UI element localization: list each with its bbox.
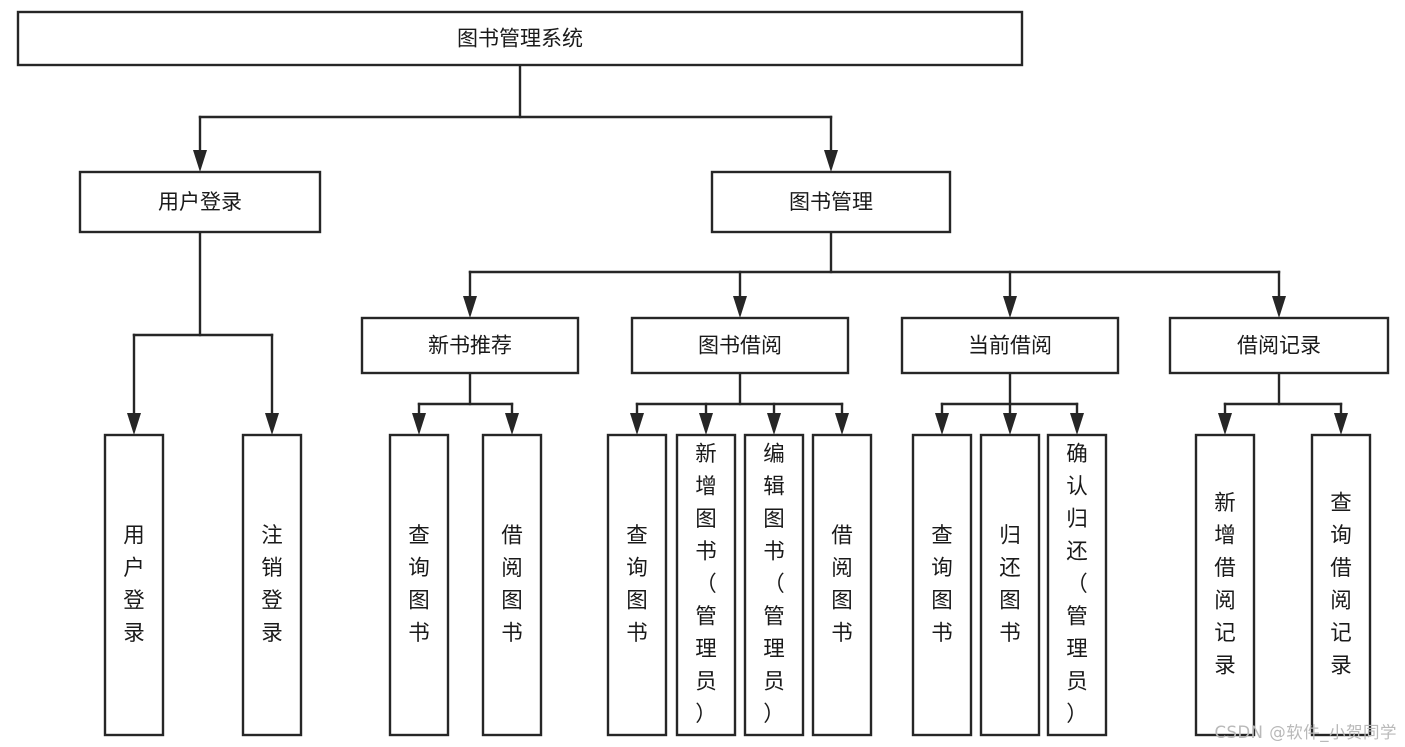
node-leaf-leaf-query-book-1[interactable]: 查询图书: [388, 433, 450, 737]
node-leaf-leaf-edit-book[interactable]: 编辑图书（管理员）: [743, 433, 805, 737]
connector-group-book-manage: [463, 230, 1286, 318]
connector-group-user-login: [127, 230, 279, 435]
node-box: [710, 170, 952, 234]
node-label: 查询图书: [408, 523, 430, 646]
node-leaf-leaf-confirm-return[interactable]: 确认归还（管理员）: [1046, 433, 1108, 737]
node-box: [811, 433, 873, 737]
node-level2-user-login[interactable]: 用户登录: [78, 170, 322, 234]
node-box: [1310, 433, 1372, 737]
node-label: 归还图书: [999, 523, 1021, 646]
node-label: 注销登录: [261, 523, 283, 646]
node-box: [900, 316, 1120, 375]
node-leaf-leaf-logout[interactable]: 注销登录: [241, 433, 303, 737]
node-label: 图书管理: [789, 190, 873, 214]
node-label: 借阅图书: [831, 523, 853, 646]
arrow-head-icon: [824, 150, 838, 172]
arrow-head-icon: [412, 413, 426, 435]
node-box: [78, 170, 322, 234]
watermark-text: CSDN @软件_小贺同学: [1214, 723, 1397, 742]
node-box: [103, 433, 165, 737]
node-level3-book-borrow[interactable]: 图书借阅: [630, 316, 850, 375]
arrow-head-icon: [1070, 413, 1084, 435]
node-box: [360, 316, 580, 375]
connector-group-borrow-record: [1218, 371, 1348, 435]
node-box: [1194, 433, 1256, 737]
arrow-head-icon: [1003, 296, 1017, 318]
connector-layer: [127, 63, 1348, 435]
node-leaf-leaf-borrow-book-2[interactable]: 借阅图书: [811, 433, 873, 737]
node-label: 新增借阅记录: [1214, 491, 1236, 679]
node-leaf-leaf-query-record[interactable]: 查询借阅记录: [1310, 433, 1372, 737]
node-label: 当前借阅: [968, 334, 1052, 358]
node-level3-new-book-rec[interactable]: 新书推荐: [360, 316, 580, 375]
arrow-head-icon: [505, 413, 519, 435]
arrow-head-icon: [1218, 413, 1232, 435]
node-label: 借阅记录: [1237, 334, 1321, 358]
arrow-head-icon: [630, 413, 644, 435]
arrow-head-icon: [767, 413, 781, 435]
node-leaf-leaf-add-book[interactable]: 新增图书（管理员）: [675, 433, 737, 737]
node-leaf-leaf-query-book-2[interactable]: 查询图书: [606, 433, 668, 737]
node-level2-book-manage[interactable]: 图书管理: [710, 170, 952, 234]
node-leaf-leaf-user-login[interactable]: 用户登录: [103, 433, 165, 737]
node-box: [606, 433, 668, 737]
node-level3-current-borrow[interactable]: 当前借阅: [900, 316, 1120, 375]
arrow-head-icon: [699, 413, 713, 435]
node-label: 新书推荐: [428, 334, 512, 358]
node-label: 查询图书: [931, 523, 953, 646]
connector-group-current-borrow: [935, 371, 1084, 435]
node-label: 图书管理系统: [457, 27, 583, 51]
node-label: 查询图书: [626, 523, 648, 646]
node-leaf-leaf-return-book[interactable]: 归还图书: [979, 433, 1041, 737]
arrow-head-icon: [1272, 296, 1286, 318]
connector-group-root: [193, 63, 838, 172]
node-box: [743, 433, 805, 737]
node-label: 图书借阅: [698, 334, 782, 358]
node-label: 借阅图书: [501, 523, 523, 646]
node-label: 确认归还（管理员）: [1066, 442, 1088, 727]
node-label: 编辑图书（管理员）: [763, 442, 785, 727]
arrow-head-icon: [733, 296, 747, 318]
arrow-head-icon: [835, 413, 849, 435]
arrow-head-icon: [127, 413, 141, 435]
arrow-head-icon: [1334, 413, 1348, 435]
connector-group-new-book-rec: [412, 371, 519, 435]
node-box: [911, 433, 973, 737]
node-leaf-leaf-add-record[interactable]: 新增借阅记录: [1194, 433, 1256, 737]
node-leaf-leaf-query-book-3[interactable]: 查询图书: [911, 433, 973, 737]
node-box: [388, 433, 450, 737]
node-box: [1046, 433, 1108, 737]
node-box: [1168, 316, 1390, 375]
node-root[interactable]: 图书管理系统: [16, 10, 1024, 67]
arrow-head-icon: [265, 413, 279, 435]
node-label: 新增图书（管理员）: [695, 442, 717, 727]
node-layer: 图书管理系统用户登录图书管理新书推荐图书借阅当前借阅借阅记录用户登录注销登录查询…: [16, 10, 1390, 737]
node-box: [675, 433, 737, 737]
node-box: [16, 10, 1024, 67]
node-label: 查询借阅记录: [1330, 491, 1352, 679]
arrow-head-icon: [193, 150, 207, 172]
node-box: [481, 433, 543, 737]
arrow-head-icon: [935, 413, 949, 435]
node-level3-borrow-record[interactable]: 借阅记录: [1168, 316, 1390, 375]
node-label: 用户登录: [123, 523, 145, 646]
arrow-head-icon: [1003, 413, 1017, 435]
node-box: [241, 433, 303, 737]
arrow-head-icon: [463, 296, 477, 318]
connector-group-book-borrow: [630, 371, 849, 435]
node-leaf-leaf-borrow-book-1[interactable]: 借阅图书: [481, 433, 543, 737]
node-box: [979, 433, 1041, 737]
node-box: [630, 316, 850, 375]
node-label: 用户登录: [158, 190, 242, 214]
